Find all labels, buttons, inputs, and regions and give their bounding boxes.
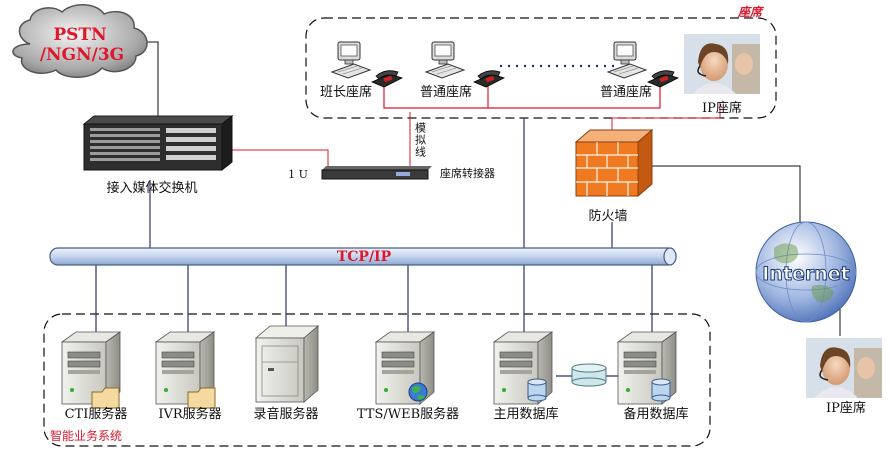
firewall-label: 防火墙 (588, 208, 627, 224)
pstn-label-line1: PSTN (53, 25, 106, 45)
phone-icon (647, 70, 679, 88)
pc-icon (331, 41, 371, 79)
db-replication-cylinder (571, 363, 607, 387)
link-switch-converter (232, 149, 329, 170)
firewall: 防火墙 (574, 128, 654, 224)
switch-label: 接入媒体交换机 (106, 180, 197, 196)
remote-agent-avatar-icon (805, 337, 883, 399)
link-ipagent-firewall (611, 102, 721, 130)
agent-normal-2-label: 普通座席 (600, 84, 652, 100)
agent-normal-2: 普通座席 (600, 41, 679, 100)
access-media-switch: 接入媒体交换机 (82, 114, 234, 196)
globe-icon (408, 382, 428, 402)
converter-label: 座席转接器 (440, 166, 495, 180)
agent-ip-label: IP座席 (702, 100, 742, 116)
internet-label: Internet (762, 263, 849, 285)
services-group-title: 智能业务系统 (50, 428, 122, 443)
bus-label: TCP/IP (337, 249, 392, 265)
internet-globe: Internet (755, 221, 857, 323)
remote-agent-label: IP座席 (826, 400, 866, 416)
agent-normal-1-label: 普通座席 (420, 84, 472, 100)
server-cti-label: CTI服务器 (65, 406, 128, 422)
folder-icon (187, 387, 216, 409)
server-backup-db-label: 备用数据库 (623, 406, 688, 422)
pstn-cloud: PSTN /NGN/3G (12, 4, 148, 78)
server-drops (95, 264, 653, 340)
database-icon (651, 378, 671, 402)
agent-ip: IP座席 (683, 33, 761, 116)
tcpip-bus: TCP/IP (49, 247, 677, 266)
agents-group-box (305, 17, 777, 119)
link-firewall-internet (652, 165, 801, 236)
agent-normal-1: 普通座席 (420, 41, 505, 100)
remote-ip-agent: IP座席 (805, 337, 883, 416)
pc-icon (607, 41, 647, 79)
agent-leader-label: 班长座席 (320, 84, 372, 100)
phone-icon (371, 70, 403, 88)
folder-icon (91, 387, 120, 409)
agents-group-title: 座席 (737, 5, 764, 19)
seat-converter: 1 U 座席转接器 (288, 166, 495, 181)
server-recording-label: 录音服务器 (253, 406, 318, 422)
agents-phone-bus (383, 82, 661, 109)
database-icon (527, 378, 547, 402)
agent-avatar-icon (683, 33, 761, 95)
server-recording: 录音服务器 (253, 325, 320, 422)
agent-leader: 班长座席 (320, 41, 403, 100)
server-primary-db-label: 主用数据库 (493, 406, 558, 422)
services-group-box (43, 313, 711, 447)
pc-icon (425, 41, 465, 79)
server-cti: CTI服务器 (61, 331, 128, 422)
server-primary-db: 主用数据库 (493, 331, 559, 422)
converter-rack-label: 1 U (288, 168, 308, 181)
server-tts-web: TTS/WEB服务器 (357, 331, 459, 422)
server-tts-web-label: TTS/WEB服务器 (357, 406, 459, 422)
pstn-label-line2: /NGN/3G (40, 45, 124, 65)
server-ivr-label: IVR服务器 (158, 406, 221, 422)
server-ivr: IVR服务器 (155, 331, 222, 422)
phone-icon (473, 70, 505, 88)
server-backup-db: 备用数据库 (617, 331, 689, 422)
analog-line-label: 模拟线 (414, 122, 427, 158)
